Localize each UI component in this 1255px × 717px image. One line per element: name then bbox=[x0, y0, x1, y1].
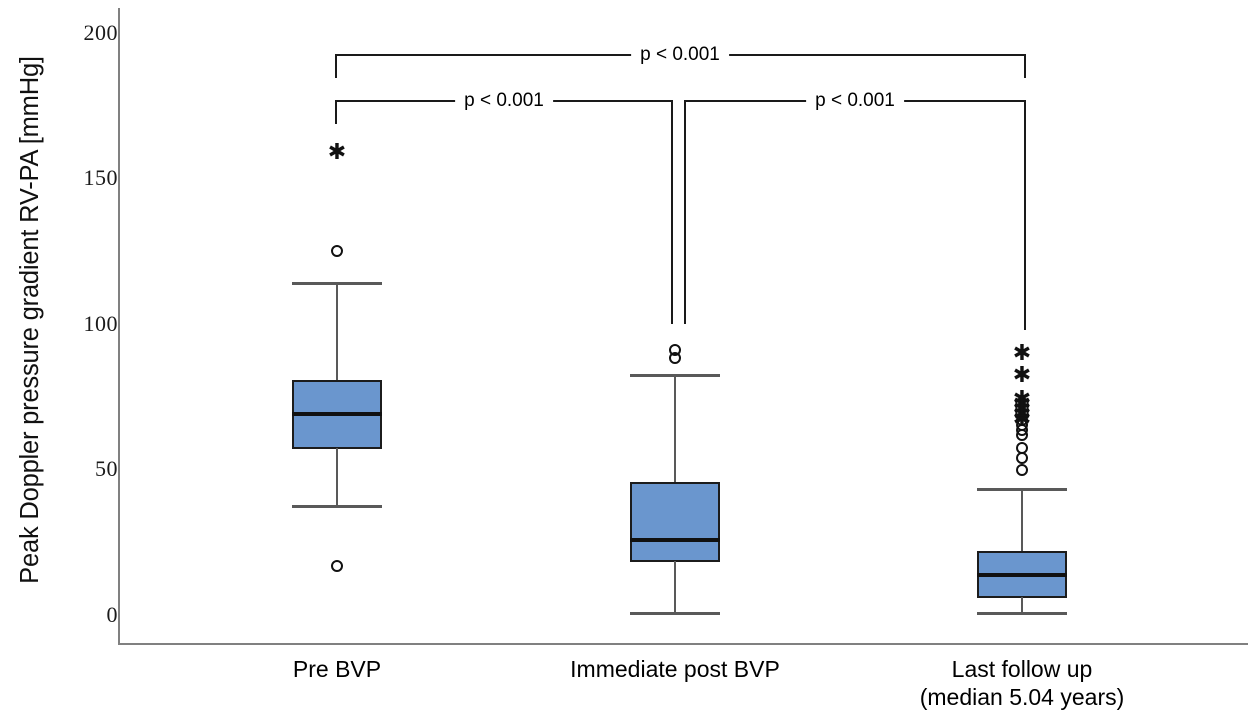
bracket-left-tick bbox=[335, 54, 337, 78]
y-tick-label-200: 200 bbox=[83, 20, 118, 45]
bracket-right-tick bbox=[671, 100, 673, 324]
y-tick-label-100: 100 bbox=[83, 311, 118, 336]
y-axis-line bbox=[118, 8, 120, 644]
box-rect bbox=[630, 482, 720, 562]
p-value-label: p < 0.001 bbox=[631, 44, 729, 66]
x-axis-label-line1: Last follow up bbox=[951, 656, 1093, 682]
whisker-stem-lower bbox=[674, 561, 676, 613]
x-axis-label-line1: Immediate post BVP bbox=[570, 656, 780, 682]
whisker-stem-upper bbox=[336, 282, 338, 381]
y-tick-label-150: 150 bbox=[83, 165, 118, 190]
bracket-left-tick bbox=[335, 100, 337, 124]
x-axis-label-line1: Pre BVP bbox=[292, 656, 382, 682]
p-value-label: p < 0.001 bbox=[806, 90, 904, 112]
outlier-circle bbox=[331, 560, 343, 572]
whisker-cap-lower bbox=[292, 505, 382, 508]
outlier-circle bbox=[669, 352, 681, 364]
p-value-label: p < 0.001 bbox=[455, 90, 553, 112]
whisker-cap-lower bbox=[630, 612, 720, 615]
y-tick-label-0: 0 bbox=[106, 602, 118, 627]
median-line bbox=[292, 412, 382, 416]
median-line bbox=[977, 573, 1067, 577]
whisker-stem-upper bbox=[674, 374, 676, 484]
whisker-stem-lower bbox=[1021, 597, 1023, 613]
whisker-cap-lower bbox=[977, 612, 1067, 615]
x-axis-label-last-follow-up: Last follow up (median 5.04 years) bbox=[852, 655, 1192, 711]
outlier-circle bbox=[1016, 452, 1028, 464]
bracket-left-tick bbox=[684, 100, 686, 324]
bracket-right-tick bbox=[1024, 54, 1026, 78]
outlier-circle bbox=[331, 245, 343, 257]
whisker-stem-upper bbox=[1021, 488, 1023, 552]
x-axis-label-immediate-post-bvp: Immediate post BVP bbox=[505, 655, 845, 683]
x-axis-label-pre-bvp: Pre BVP bbox=[167, 655, 507, 683]
y-tick-label-50: 50 bbox=[95, 456, 118, 481]
whisker-stem-lower bbox=[336, 448, 338, 506]
x-axis-line bbox=[118, 643, 1248, 645]
bracket-right-tick bbox=[1024, 100, 1026, 330]
outlier-circle bbox=[1016, 429, 1028, 441]
x-axis-label-line2: (median 5.04 years) bbox=[919, 684, 1125, 711]
median-line bbox=[630, 538, 720, 542]
outlier-circle bbox=[1016, 464, 1028, 476]
